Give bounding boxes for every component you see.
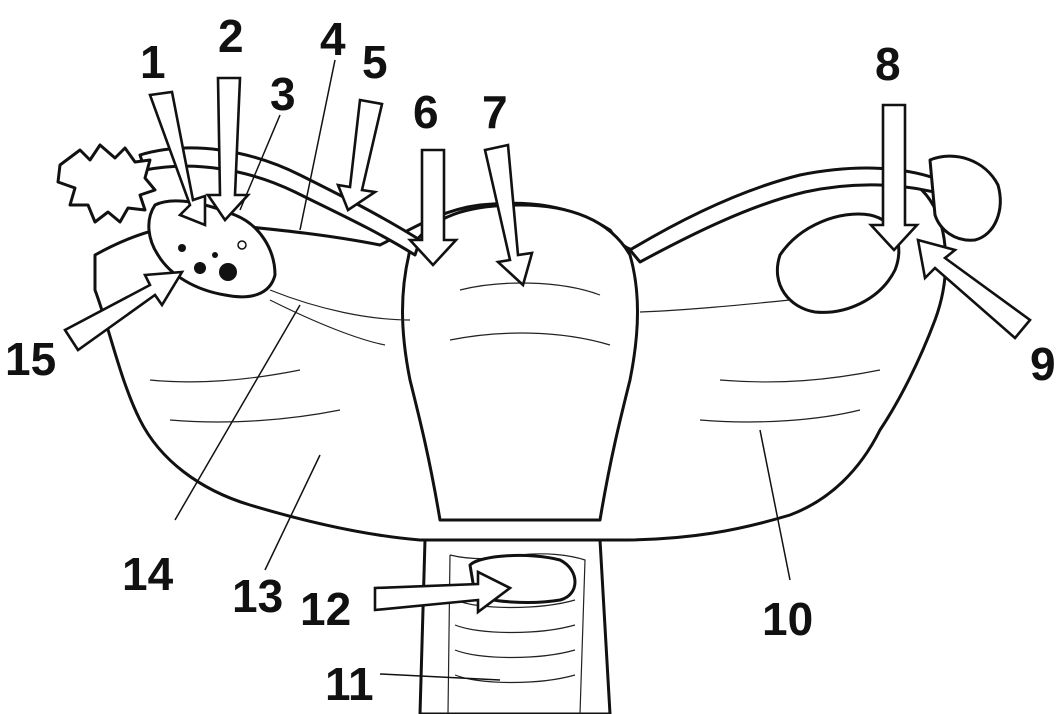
label-5: 5 (362, 36, 388, 88)
label-7: 7 (482, 86, 508, 138)
label-1: 1 (140, 36, 166, 88)
arrow-5 (338, 100, 382, 210)
label-2: 2 (218, 10, 244, 62)
follicle (212, 252, 218, 258)
label-12: 12 (300, 583, 351, 635)
arrow-6 (410, 150, 456, 265)
label-15: 15 (5, 333, 56, 385)
label-9: 9 (1030, 338, 1056, 390)
label-14: 14 (122, 548, 174, 600)
follicle (219, 263, 237, 281)
label-10: 10 (762, 593, 813, 645)
label-8: 8 (875, 38, 901, 90)
right-fimbriae (930, 156, 1000, 240)
label-13: 13 (232, 570, 283, 622)
label-3: 3 (270, 68, 296, 120)
label-6: 6 (413, 86, 439, 138)
label-11: 11 (325, 658, 374, 710)
label-4: 4 (320, 13, 346, 65)
follicle (178, 244, 186, 252)
follicle (194, 262, 206, 274)
